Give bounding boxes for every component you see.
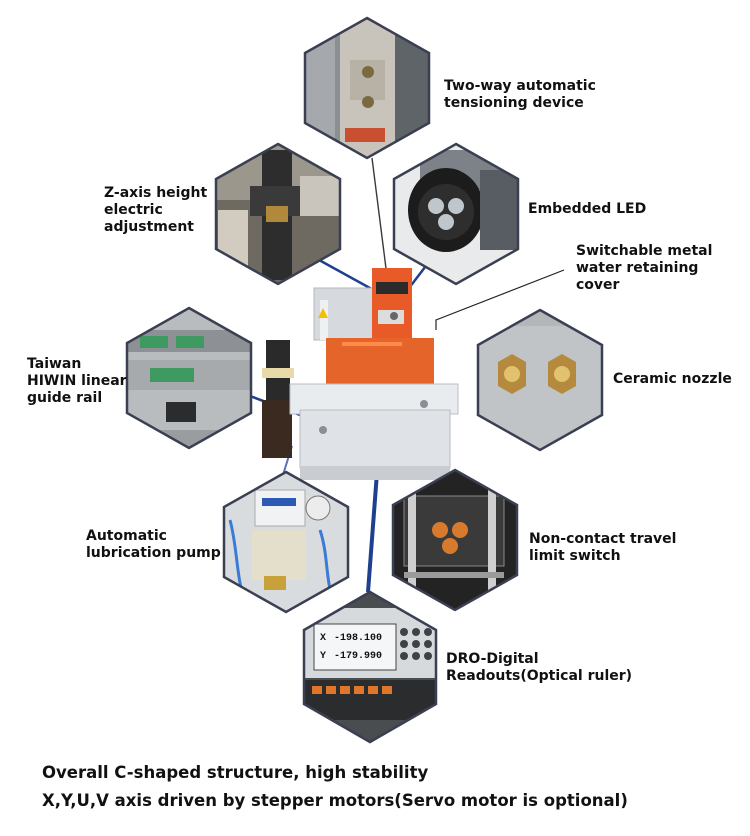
label-dro: DRO-Digital Readouts(Optical ruler): [446, 651, 633, 684]
label-tensioning: Two-way automatic tensioning device: [444, 78, 596, 111]
dro-panel-photo: X -198.100 Y -179.990: [302, 590, 438, 744]
label-limit-switch: Non-contact travel limit switch: [529, 531, 677, 564]
wire-edm-machine-photo: [262, 268, 459, 480]
guide-rail-photo: [125, 306, 253, 450]
label-ceramic-nozzle: Ceramic nozzle: [613, 371, 732, 387]
dro-x-axis-label: X: [320, 633, 326, 644]
label-z-axis: Z-axis height electric adjustment: [104, 185, 208, 235]
dro-x-value: -198.100: [334, 633, 382, 644]
label-water-cover: Switchable metal water retaining cover: [576, 243, 713, 293]
lubrication-pump-photo: [222, 470, 350, 614]
caption-structure: Overall C-shaped structure, high stabili…: [42, 763, 429, 782]
dro-y-value: -179.990: [334, 651, 382, 662]
ceramic-nozzle-photo: [476, 308, 604, 452]
dro-y-axis-label: Y: [320, 651, 326, 662]
label-guide-rail: Taiwan HIWIN linear guide rail: [27, 356, 127, 406]
tension-device-photo: [303, 16, 431, 160]
limit-switch-photo: [391, 468, 519, 612]
label-embedded-led: Embedded LED: [528, 201, 647, 217]
z-axis-photo: [214, 142, 342, 286]
label-lubrication-pump: Automatic lubrication pump: [86, 528, 221, 561]
led-lamp-photo: [392, 142, 520, 286]
caption-motors: X,Y,U,V axis driven by stepper motors(Se…: [42, 791, 628, 810]
